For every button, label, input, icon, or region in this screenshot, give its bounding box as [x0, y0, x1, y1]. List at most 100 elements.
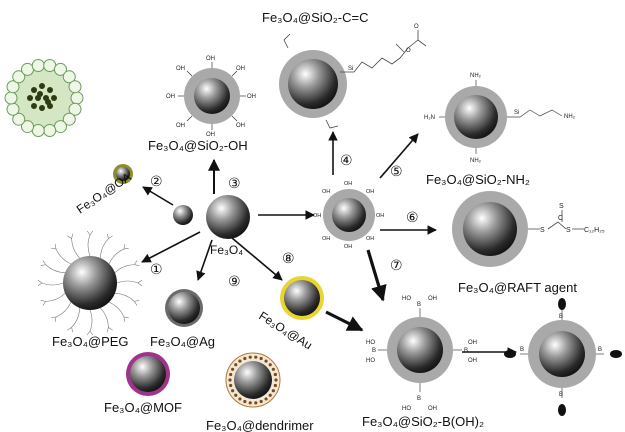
- peg-node: Fe₃O₄@PEG: [37, 230, 143, 349]
- core-particle: [284, 280, 320, 316]
- svg-text:Si: Si: [514, 110, 519, 116]
- peg-chain: [45, 293, 66, 302]
- dendrimer-dot: [229, 372, 233, 377]
- svg-text:OH: OH: [428, 406, 437, 412]
- peg-chain: [71, 238, 80, 259]
- peg-branch: [86, 230, 94, 236]
- svg-text:OH: OH: [206, 132, 215, 138]
- dendrimer-dot: [248, 355, 252, 359]
- dendrimer-dot: [273, 383, 277, 388]
- dendrimer-label: Fe₃O₄@dendrimer: [206, 418, 314, 432]
- svg-text:B: B: [598, 347, 602, 353]
- svg-text:OH: OH: [344, 181, 352, 187]
- boronate-bonds: [520, 310, 604, 398]
- arrow-au-to-boronic: [325, 310, 364, 332]
- peg-chain: [71, 307, 80, 328]
- micelle-bead: [43, 123, 57, 137]
- svg-text:OH: OH: [468, 340, 477, 346]
- svg-text:B: B: [372, 348, 376, 354]
- peg-branch: [67, 327, 73, 333]
- arrow-to-au: [231, 237, 283, 281]
- core-particle: [539, 331, 585, 377]
- trithiocarbonate: [528, 210, 584, 230]
- step-9: ⑨: [228, 274, 241, 290]
- peg-chain: [114, 264, 135, 273]
- dendrimer-dot: [254, 355, 258, 359]
- core-dot: [27, 95, 33, 101]
- diol-blobs: [504, 298, 622, 416]
- core-dot: [51, 95, 57, 101]
- au-node: Fe₃O₄@Au: [256, 276, 324, 352]
- dendrimer-dot: [234, 393, 238, 397]
- micelle-bead: [31, 123, 45, 137]
- peg-chain: [89, 309, 93, 332]
- boronic-node: B HO OH B HO OH B HO HO B OH OH Fe₃O₄@Si…: [362, 296, 484, 429]
- svg-text:OH: OH: [166, 94, 175, 100]
- svg-text:OH: OH: [176, 123, 185, 129]
- svg-text:HO: HO: [402, 296, 411, 302]
- svg-text:B: B: [559, 392, 563, 398]
- mof-label: Fe₃O₄@MOF: [104, 400, 182, 415]
- core-particle: [332, 198, 366, 232]
- dendrimer-dot: [243, 399, 247, 404]
- svg-text:NH₂: NH₂: [564, 114, 576, 120]
- core-dot: [45, 99, 51, 105]
- arrow-to-oa: [142, 186, 174, 206]
- dendrimer-dot: [273, 372, 277, 377]
- svg-text:S: S: [566, 227, 571, 234]
- oh-labels: OH OH OH OH OH OH OH OH: [166, 56, 256, 138]
- svg-text:OH: OH: [428, 296, 437, 302]
- peg-branch: [37, 279, 43, 287]
- svg-text:OH: OH: [322, 236, 330, 242]
- svg-text:OH: OH: [236, 123, 245, 129]
- peg-branch: [86, 330, 94, 336]
- arrow-to-boronic: [366, 249, 387, 302]
- boronic-label: Fe₃O₄@SiO₂-B(OH)₂: [362, 414, 484, 429]
- micelle-bead: [12, 112, 26, 126]
- core-particle: [130, 356, 166, 392]
- svg-text:HO: HO: [366, 340, 375, 346]
- core-particle: [63, 256, 117, 310]
- peg-label: Fe₃O₄@PEG: [52, 334, 129, 349]
- peg-chain: [100, 238, 109, 259]
- core-particle: [168, 292, 200, 324]
- dendrimer-dot: [231, 389, 235, 393]
- core-dot: [31, 87, 37, 93]
- peg-chain: [87, 234, 91, 257]
- peg-branch: [40, 300, 46, 306]
- dendrimer-dot: [238, 397, 242, 401]
- step-8: ⑧: [282, 251, 295, 267]
- step-3: ③: [228, 176, 241, 192]
- peg-chain: [108, 301, 125, 318]
- peg-chain: [114, 293, 135, 302]
- methacrylate-chain: [283, 30, 427, 129]
- svg-text:OH: OH: [366, 189, 374, 195]
- micelle-bead: [68, 80, 82, 94]
- svg-text:S: S: [540, 227, 545, 234]
- dendrimer-dot: [271, 389, 275, 393]
- micelle-bead: [70, 91, 84, 105]
- peg-branch: [107, 327, 113, 333]
- svg-text:OH: OH: [366, 236, 374, 242]
- svg-text:HO: HO: [402, 406, 411, 412]
- dendrimer-dot: [264, 359, 268, 363]
- micelle-bead: [62, 70, 76, 84]
- micelle-bead: [21, 120, 34, 134]
- peg-branch: [51, 316, 57, 322]
- amine-chains: [439, 80, 563, 154]
- micelle-bead: [43, 59, 57, 73]
- svg-text:C: C: [558, 215, 563, 222]
- svg-text:OH: OH: [376, 213, 384, 219]
- sio2-nh2-label: Fe₃O₄@SiO₂-NH₂: [426, 172, 530, 187]
- core-particle: [463, 202, 517, 256]
- small-core-particle: [173, 205, 193, 225]
- svg-text:B: B: [559, 314, 563, 320]
- arrow-to-ag: [196, 239, 213, 281]
- peg-branch: [137, 279, 143, 287]
- svg-text:OH: OH: [344, 244, 352, 250]
- peg-branch: [123, 244, 129, 250]
- fe3o4-core-node: Fe₃O₄: [173, 195, 250, 257]
- dendrimer-node: Fe₃O₄@dendrimer: [206, 352, 314, 432]
- micelle-bead: [12, 70, 26, 84]
